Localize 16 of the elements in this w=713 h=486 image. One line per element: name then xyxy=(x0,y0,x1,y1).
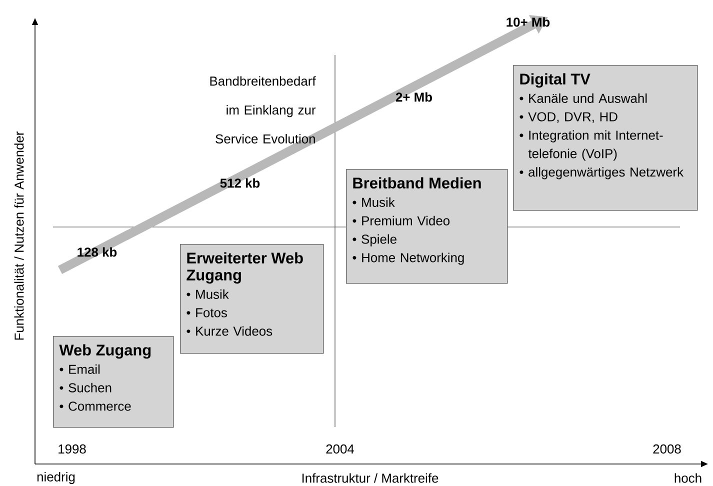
bandwidth-label: 512 kb xyxy=(220,178,260,188)
axis-title: Funktionalität / Nutzen für Anwender xyxy=(14,132,24,340)
axis-label: 2008 xyxy=(653,444,681,454)
info-box: Breitband Medien • Musik • Premium Video • Spiele • Home Networking xyxy=(346,169,508,284)
axis-label: 1998 xyxy=(58,444,86,454)
info-box: Digital TV • Kanäle und Auswahl • VOD, DVR, HD • Integration mit Internet- telefonie (VoIP) • allgegenwärtiges Netzwerk xyxy=(513,65,698,211)
axis-label: Infrastruktur / Marktreife xyxy=(302,473,438,483)
axis-label: 2004 xyxy=(326,444,354,454)
caption-text: Bandbreitenbedarf im Einklang zur Service Evolution xyxy=(210,76,316,144)
bandwidth-label: 10+ Mb xyxy=(506,17,550,27)
info-box: Erweiterter Web Zugang • Musik • Fotos • Kurze Videos xyxy=(180,244,324,354)
axis-label: hoch xyxy=(674,473,702,483)
axis-label: niedrig xyxy=(37,472,75,484)
bandwidth-label: 2+ Mb xyxy=(396,92,432,102)
info-box: Web Zugang • Email • Suchen • Commerce xyxy=(53,336,174,428)
bandwidth-label: 128 kb xyxy=(78,247,117,257)
